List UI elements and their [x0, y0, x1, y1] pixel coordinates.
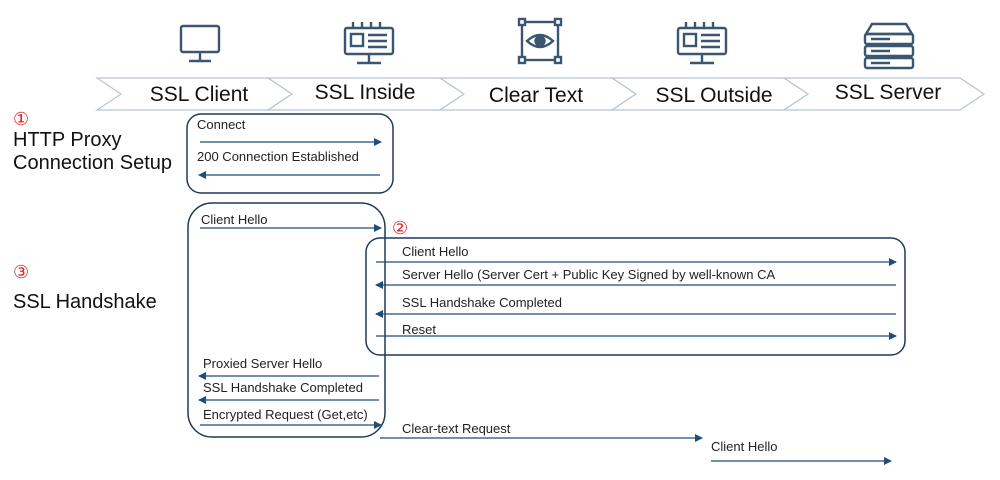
reset-label: Reset: [402, 322, 436, 337]
lane-label-ssl-server: SSL Server: [835, 81, 942, 104]
inside-handshake-box: [187, 202, 386, 438]
appliance-icon: [343, 22, 395, 65]
phase-2-number: ②: [392, 218, 408, 238]
monitor-icon: [179, 24, 221, 63]
clear-text-request-label: Clear-text Request: [402, 421, 511, 436]
proxy-setup-box: [186, 113, 394, 194]
appliance-icon: [676, 22, 728, 65]
established-label: 200 Connection Established: [197, 149, 359, 164]
encrypted-request-label: Encrypted Request (Get,etc): [203, 407, 368, 422]
phase-1-title-line2: Connection Setup: [13, 152, 172, 174]
proxied-server-hello-label: Proxied Server Hello: [203, 356, 322, 371]
lane-label-clear-text: Clear Text: [489, 84, 583, 107]
client-hello-inside-label: Client Hello: [201, 212, 267, 227]
phase-3-number: ③: [13, 262, 29, 282]
lane-label-ssl-outside: SSL Outside: [655, 84, 772, 107]
phase-3-title: SSL Handshake: [13, 291, 157, 313]
lane-label-ssl-client: SSL Client: [150, 83, 249, 106]
lane-label-ssl-inside: SSL Inside: [315, 81, 416, 104]
handshake-completed-inside-label: SSL Handshake Completed: [203, 380, 363, 395]
server-hello-label: Server Hello (Server Cert + Public Key S…: [402, 267, 776, 282]
outside-handshake-box: [365, 237, 906, 356]
client-hello-outside-label: Client Hello: [402, 244, 468, 259]
phase-1-number: ①: [13, 109, 29, 129]
eye-icon: [517, 17, 563, 65]
connect-label: Connect: [197, 117, 246, 132]
server-icon: [863, 22, 915, 70]
lane-banner: [95, 77, 986, 111]
client-hello-server-label: Client Hello: [711, 439, 777, 454]
phase-1-title-line1: HTTP Proxy: [13, 129, 122, 151]
handshake-completed-outside-label: SSL Handshake Completed: [402, 295, 562, 310]
